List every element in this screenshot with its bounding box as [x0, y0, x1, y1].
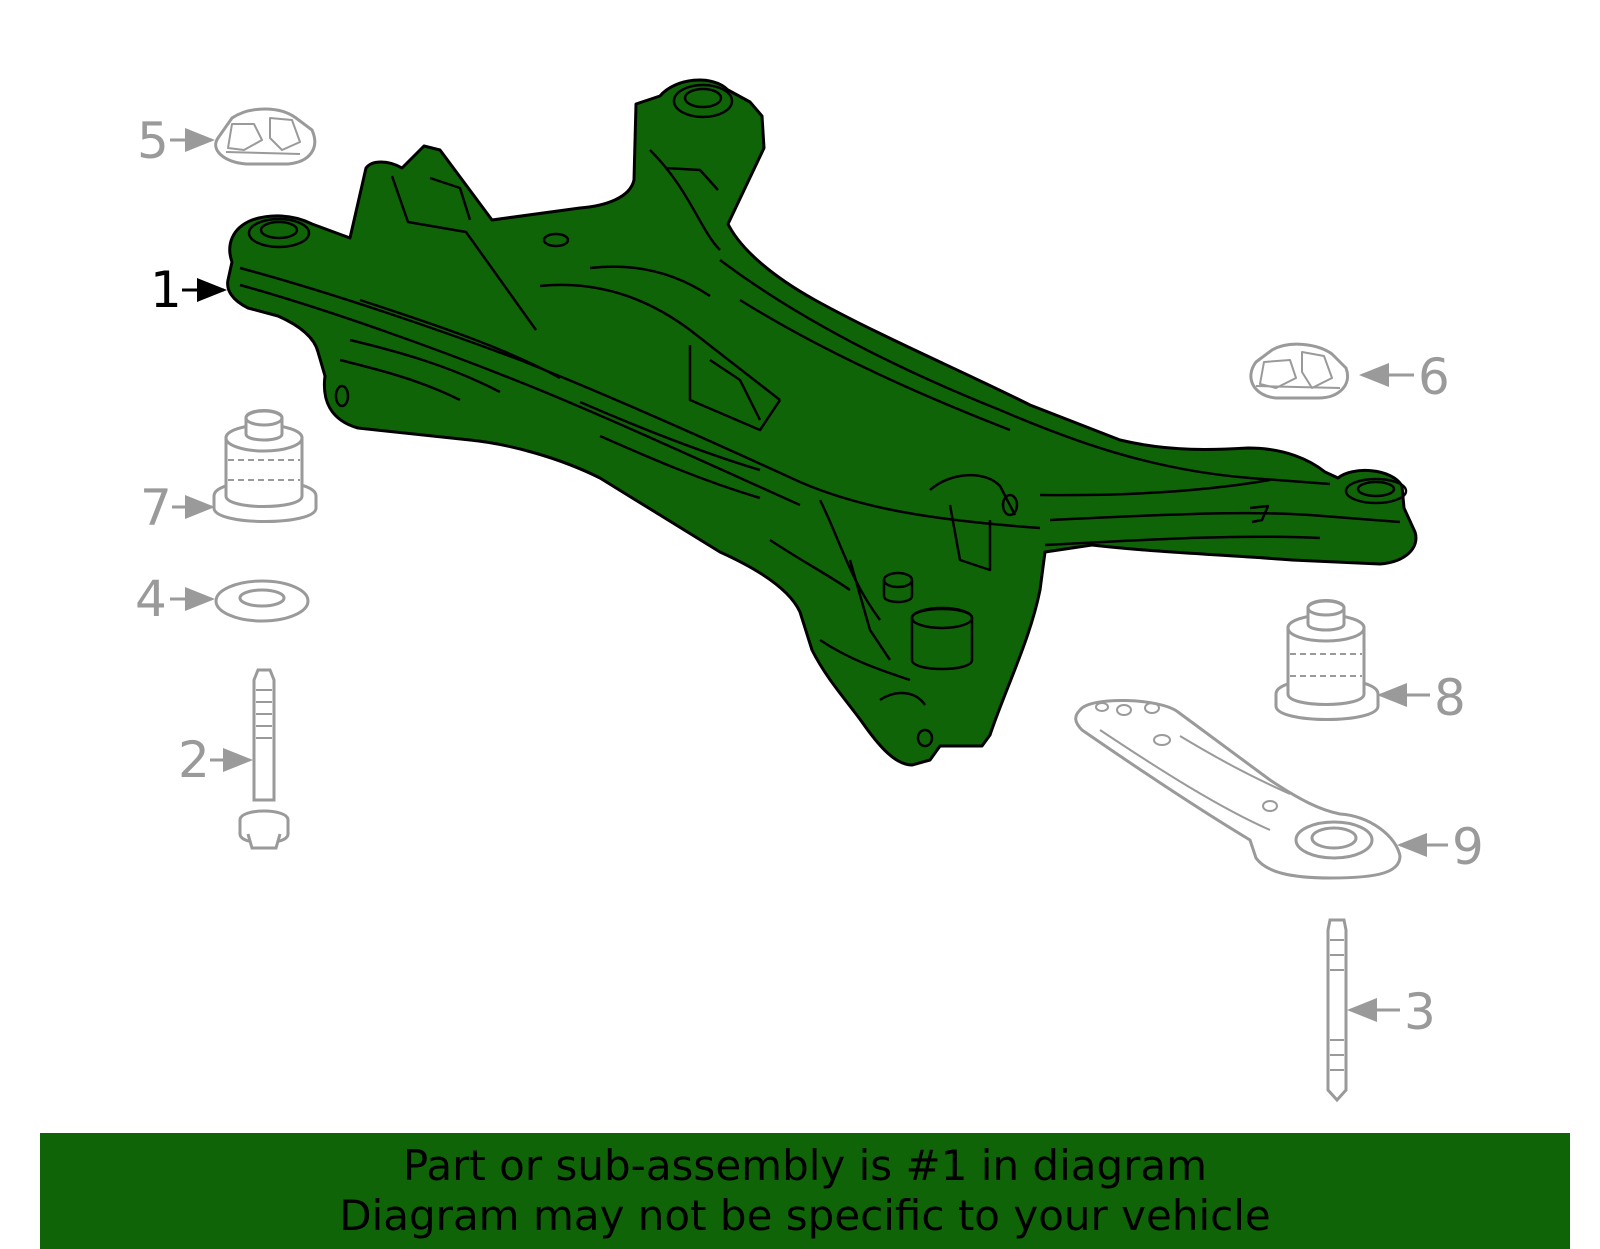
- callout-1[interactable]: 1: [150, 261, 182, 319]
- banner-line-1: Part or sub-assembly is #1 in diagram: [402, 1141, 1208, 1190]
- subframe-part-1[interactable]: [226, 78, 1418, 767]
- washer-part-4[interactable]: [214, 579, 310, 623]
- callout-3[interactable]: 3: [1404, 983, 1436, 1041]
- callout-6[interactable]: 6: [1418, 348, 1450, 406]
- brace-part-9[interactable]: [1074, 698, 1402, 880]
- callout-8[interactable]: 8: [1434, 669, 1466, 727]
- bushing-part-8[interactable]: [1274, 599, 1380, 721]
- insulator-part-6[interactable]: [1249, 342, 1349, 400]
- info-banner: Part or sub-assembly is #1 in diagram Di…: [40, 1133, 1570, 1249]
- bolt-part-2[interactable]: [238, 668, 290, 850]
- insulator-part-5[interactable]: [214, 107, 317, 166]
- callout-7[interactable]: 7: [140, 479, 172, 537]
- callout-5[interactable]: 5: [137, 112, 169, 170]
- callout-4[interactable]: 4: [135, 570, 167, 628]
- bushing-part-7[interactable]: [212, 409, 318, 523]
- callout-2[interactable]: 2: [178, 731, 210, 789]
- callout-9[interactable]: 9: [1452, 818, 1484, 876]
- stud-part-3[interactable]: [1326, 918, 1348, 1103]
- leader-arrows: [170, 128, 1448, 1022]
- banner-line-2: Diagram may not be specific to your vehi…: [339, 1191, 1271, 1240]
